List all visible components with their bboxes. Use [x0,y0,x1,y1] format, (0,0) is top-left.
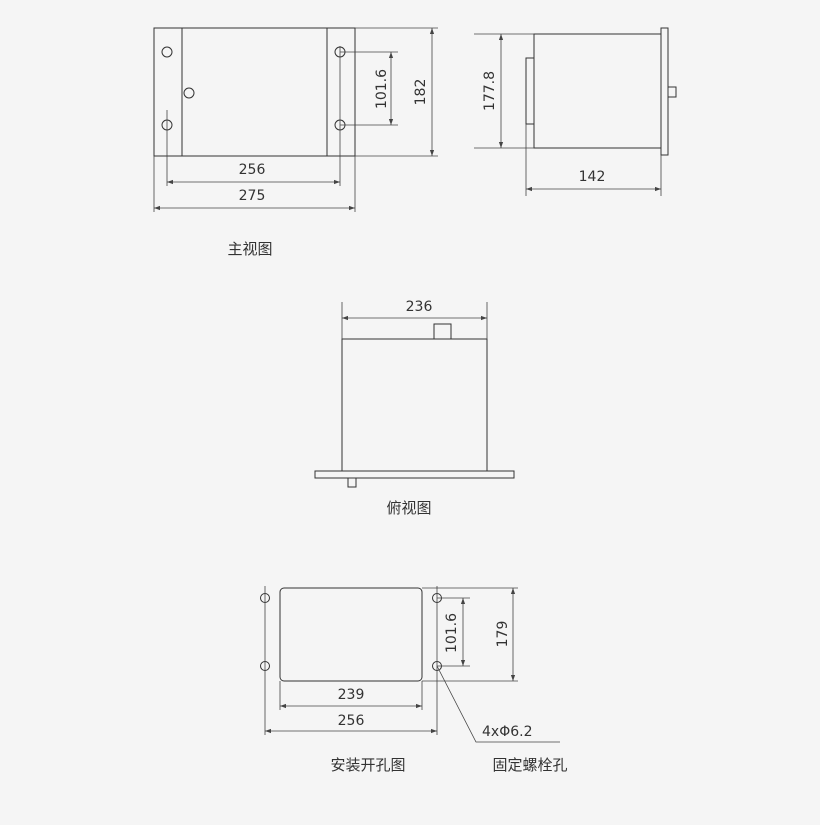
top-rear-terminal [433,323,452,340]
top-body [341,338,488,472]
cutout-view: 101.6 179 239 256 4xΦ6.2 安装开孔图 固定螺栓孔 [260,586,568,774]
top-knob [347,477,357,488]
dim-text-depth: 142 [579,169,606,185]
panel-knob-circle [183,87,195,99]
front-view: 101.6 182 256 275 主视图 [153,27,438,258]
dim-text-height: 182 [413,79,429,106]
side-knob [667,86,677,98]
front-view-caption: 主视图 [227,240,272,258]
dim-text-top-width: 236 [406,299,433,315]
top-front-panel [314,470,515,479]
hole-caption: 固定螺栓孔 [492,756,567,774]
dim-text-hole-width: 256 [239,162,266,178]
dim-text-hole-spacing: 101.6 [374,69,390,109]
top-view: 236 俯视图 [314,299,515,517]
side-view: 177.8 142 [474,27,677,196]
side-rear-terminal [525,57,535,125]
dim-text-cutout-hole-width: 256 [338,713,365,729]
dim-text-side-height: 177.8 [482,71,498,111]
side-body [533,33,662,149]
dim-text-cutout-height: 179 [495,621,511,648]
dim-text-cutout-hole-spacing: 101.6 [444,613,460,653]
hole-callout-text: 4xΦ6.2 [482,724,532,740]
mount-hole [161,46,173,58]
dim-text-cut-width: 239 [338,687,365,703]
top-view-caption: 俯视图 [386,499,431,517]
cutout-view-caption: 安装开孔图 [330,756,405,774]
side-front-panel [660,27,669,156]
hole-leader-line [436,665,560,743]
dim-text-total-width: 275 [239,188,266,204]
panel-cutout [279,587,423,682]
front-outline [153,27,356,157]
